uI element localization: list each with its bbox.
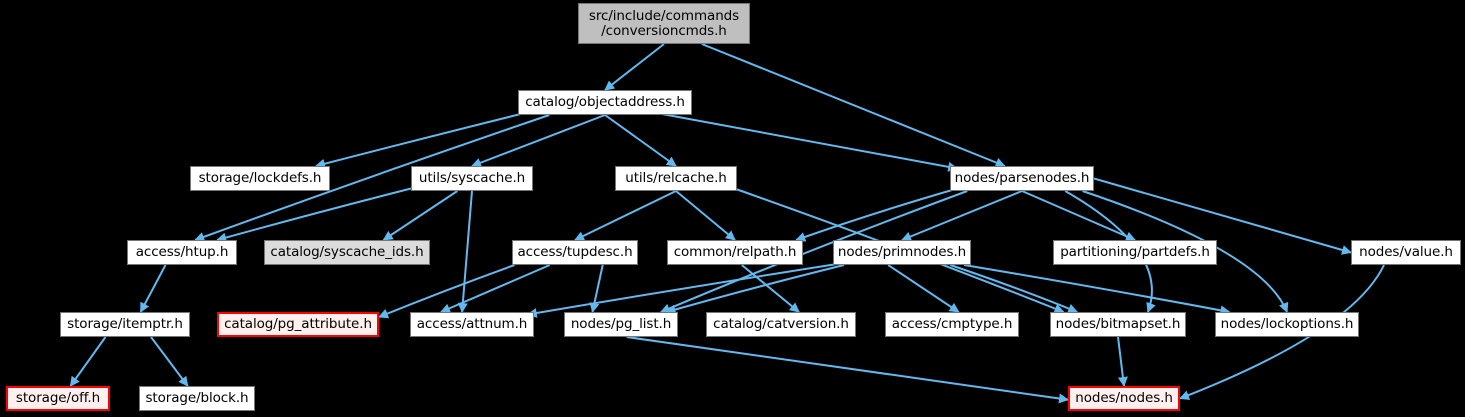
edges (69, 43, 1385, 404)
edge-parsenodes-to-partdefs (1021, 190, 1136, 242)
node-syscache_ids[interactable]: catalog/syscache_ids.h (264, 240, 430, 265)
edge-relpath-to-catversion (741, 264, 800, 313)
edge-parsenodes-to-primnodes (901, 190, 1023, 242)
node-cmptype[interactable]: access/cmptype.h (885, 312, 1019, 337)
node-value[interactable]: nodes/value.h (1351, 240, 1461, 265)
edge-tupdesc-to-pg_attribute (378, 264, 515, 319)
node-objectaddress[interactable]: catalog/objectaddress.h (518, 90, 692, 115)
edge-parsenodes-to-relpath (795, 187, 958, 242)
edge-conversioncmds-to-parsenodes (701, 43, 1006, 168)
node-htup[interactable]: access/htup.h (127, 240, 237, 265)
node-off[interactable]: storage/off.h (6, 386, 110, 411)
edge-objectaddress-to-syscache (471, 114, 606, 168)
node-tupdesc[interactable]: access/tupdesc.h (512, 240, 638, 265)
edge-parsenodes-to-value (1093, 177, 1352, 255)
edge-primnodes-to-cmptype (887, 264, 960, 313)
edge-syscache-to-attnum (457, 190, 473, 313)
edge-parsenodes-to-lockoptions (1082, 190, 1289, 313)
edge-primnodes-to-attnum (526, 262, 839, 318)
node-partdefs[interactable]: partitioning/partdefs.h (1053, 240, 1217, 265)
edge-relcache-to-relpath (675, 190, 736, 241)
edge-primnodes-to-pg_list (665, 264, 845, 315)
node-nodes[interactable]: nodes/nodes.h (1068, 386, 1180, 411)
edge-primnodes-to-bitmapset (949, 264, 1079, 314)
node-primnodes[interactable]: nodes/primnodes.h (833, 240, 971, 265)
edge-tupdesc-to-pg_list (589, 264, 604, 313)
node-parsenodes[interactable]: nodes/parsenodes.h (950, 166, 1094, 191)
edge-objectaddress-to-relcache (604, 114, 677, 167)
node-catversion[interactable]: catalog/catversion.h (706, 312, 856, 337)
edge-bitmapset-to-nodes (1117, 336, 1128, 387)
node-relpath[interactable]: common/relpath.h (667, 240, 803, 265)
edge-objectaddress-to-htup (194, 114, 550, 242)
node-pg_attribute[interactable]: catalog/pg_attribute.h (217, 312, 379, 337)
edge-pg_list-to-nodes (626, 336, 1069, 404)
edge-relcache-to-tupdesc (574, 190, 677, 241)
edge-htup-to-itemptr (139, 264, 167, 313)
node-relcache[interactable]: utils/relcache.h (615, 166, 737, 191)
edge-conversioncmds-to-objectaddress (604, 43, 665, 91)
node-block[interactable]: storage/block.h (139, 386, 255, 411)
node-lockoptions[interactable]: nodes/lockoptions.h (1215, 312, 1359, 337)
edge-itemptr-to-block (150, 336, 189, 387)
edge-objectaddress-to-parsenodes (660, 112, 959, 172)
node-syscache[interactable]: utils/syscache.h (411, 166, 533, 191)
node-pg_list[interactable]: nodes/pg_list.h (564, 312, 678, 337)
node-lockdefs[interactable]: storage/lockdefs.h (190, 166, 330, 191)
node-conversioncmds[interactable]: src/include/commands /conversioncmds.h (578, 3, 750, 44)
edge-objectaddress-to-lockdefs (315, 111, 527, 169)
node-bitmapset[interactable]: nodes/bitmapset.h (1050, 312, 1186, 337)
node-attnum[interactable]: access/attnum.h (410, 312, 534, 337)
edge-parsenodes-to-pg_list (659, 190, 968, 314)
edge-syscache-to-htup (216, 187, 412, 243)
edge-tupdesc-to-attnum (440, 264, 551, 314)
edge-syscache-to-syscache_ids (382, 190, 458, 241)
edge-primnodes-to-lockoptions (963, 264, 1231, 316)
edge-itemptr-to-off (69, 336, 107, 387)
node-itemptr[interactable]: storage/itemptr.h (60, 312, 190, 337)
